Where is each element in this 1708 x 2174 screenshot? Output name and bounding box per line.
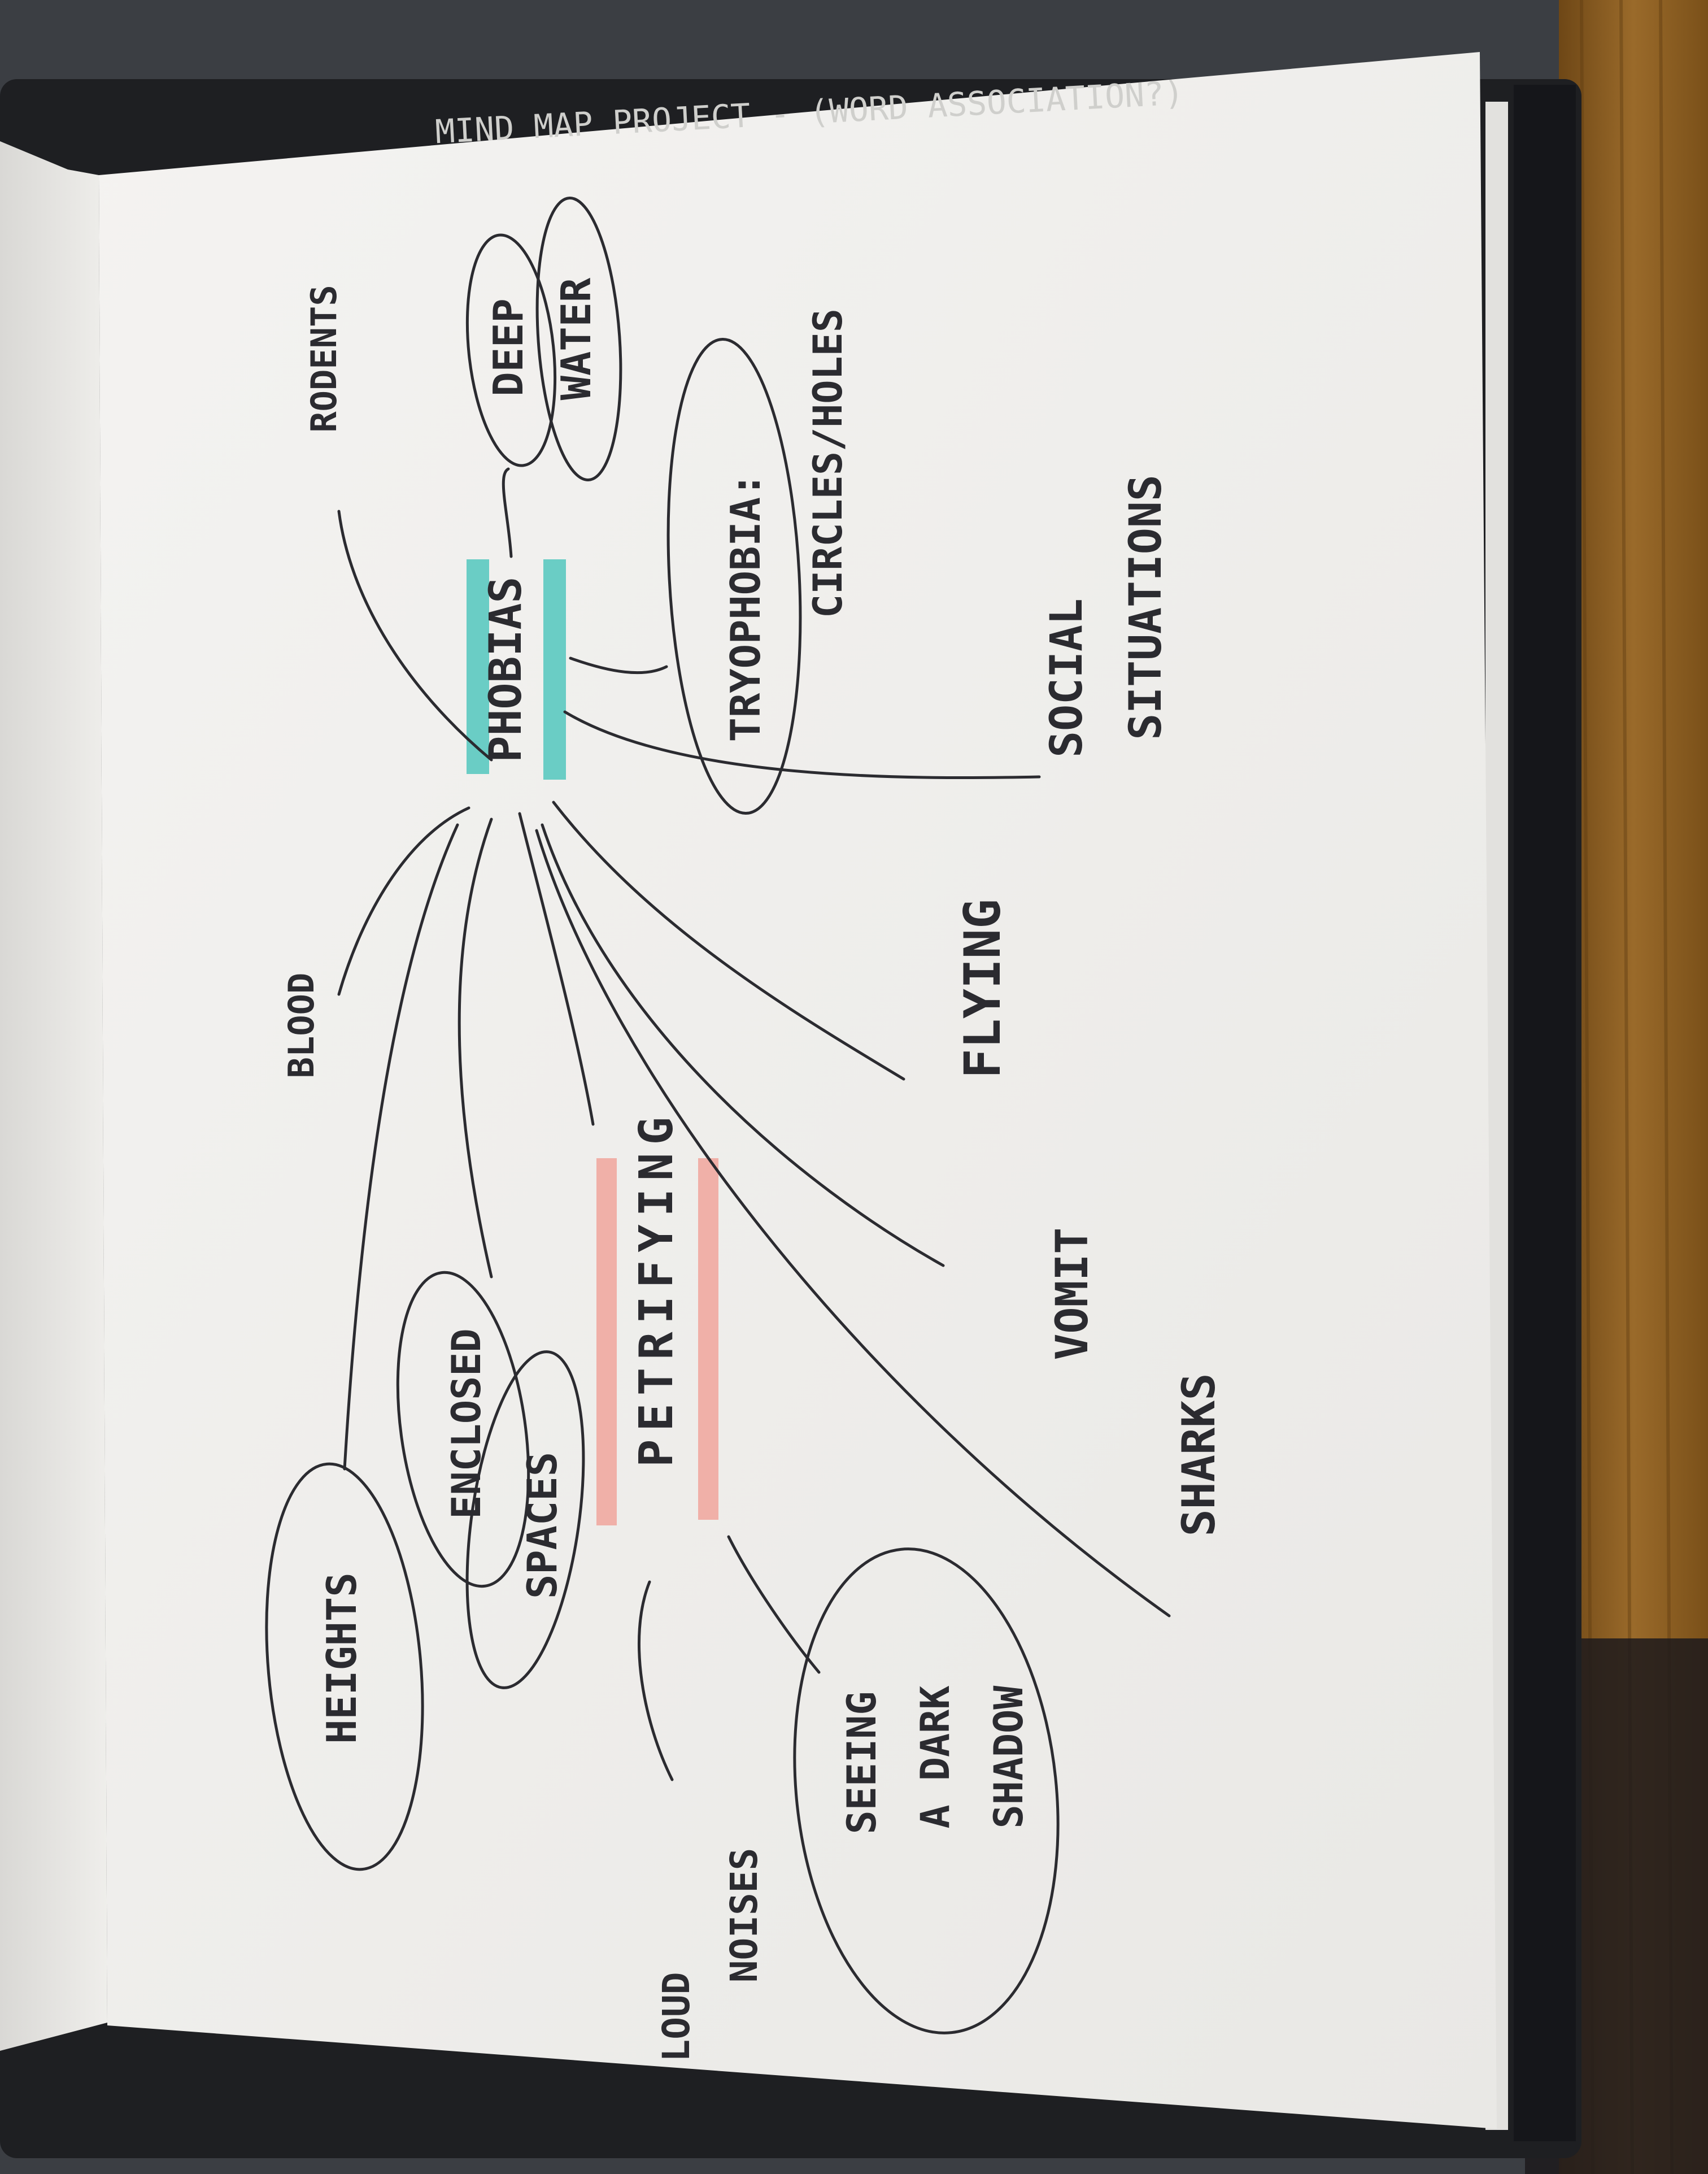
label-water: WATER xyxy=(552,277,600,400)
label-deep: DEEP xyxy=(485,298,532,396)
circled-bubbles xyxy=(265,197,1060,2034)
label-shadow: SHADOW xyxy=(986,1685,1032,1829)
bubble-seeing-shadow xyxy=(793,1547,1060,2034)
label-social: SOCIAL xyxy=(1042,598,1092,758)
bubble-tryophobia xyxy=(666,338,802,815)
label-petrifying: PETRIFYING xyxy=(630,1109,683,1467)
main-page xyxy=(99,52,1497,2129)
notebook-spine-band xyxy=(1514,85,1576,2141)
bubble-enclosed xyxy=(396,1271,530,1588)
label-circles-holes: CIRCLES/HOLES xyxy=(805,308,851,618)
pink-highlight-bottom xyxy=(698,1158,718,1520)
label-blood: BLOOD xyxy=(281,973,322,1079)
pink-highlight-top xyxy=(596,1158,617,1525)
label-tryophobia: TRYOPHOBIA: xyxy=(722,473,769,742)
label-enclosed: ENCLOSED xyxy=(443,1328,490,1519)
label-spaces: SPACES xyxy=(518,1452,566,1599)
label-sharks: SHARKS xyxy=(1173,1373,1225,1537)
bubble-deep xyxy=(465,233,557,467)
label-rodents: RODENTS xyxy=(303,285,345,432)
left-page xyxy=(0,141,107,2051)
label-loud: LOUD xyxy=(655,1972,698,2062)
label-situations: SITUATIONS xyxy=(1121,475,1171,740)
label-phobias: PHOBIAS xyxy=(481,577,531,763)
teal-highlight-top xyxy=(467,559,489,774)
label-noises: NOISES xyxy=(722,1848,766,1982)
label-heights: HEIGHTS xyxy=(318,1572,365,1743)
label-vomit: VOMIT xyxy=(1047,1228,1098,1360)
label-flying: FLYING xyxy=(953,899,1012,1079)
label-a-dark: A DARK xyxy=(912,1686,958,1829)
connector-lines xyxy=(337,467,1171,1781)
bubble-spaces xyxy=(465,1350,585,1689)
bubble-heights xyxy=(265,1462,424,1871)
label-seeing: SEEING xyxy=(839,1692,885,1834)
mind-map-labels: PHOBIAS RODENTS DEEP WATER TRYOPHOBIA: C… xyxy=(281,277,1225,2062)
bubble-water xyxy=(535,197,622,481)
teal-highlight-bottom xyxy=(543,559,566,780)
